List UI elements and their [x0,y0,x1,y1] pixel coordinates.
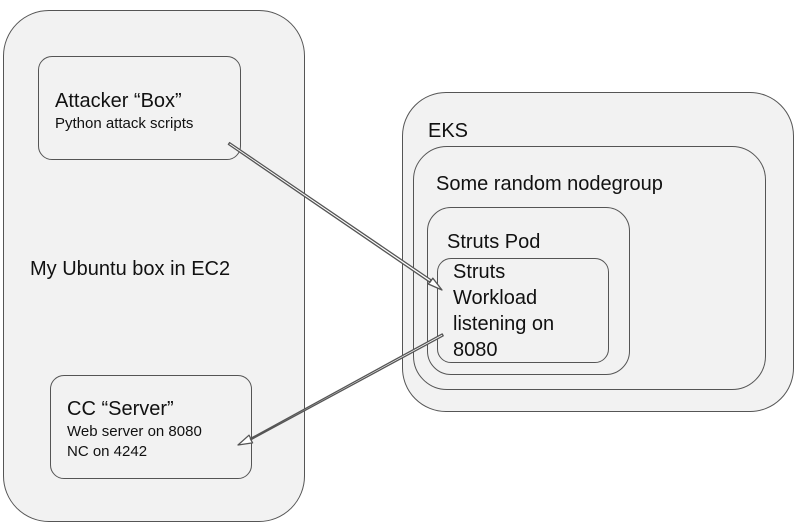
attacker-box [38,56,241,160]
attacker-box-title: Attacker “Box” [55,90,182,112]
cc-server-line-1: Web server on 8080 [67,423,202,440]
arrow-workload-to-cc [237,333,444,446]
workload-line-1: Struts [453,261,506,283]
struts-workload-box [437,258,609,363]
eks-label: EKS [428,120,469,142]
nodegroup-label: Some random nodegroup [436,173,663,195]
attacker-box-subtitle: Python attack scripts [55,115,194,132]
struts-pod-label: Struts Pod [447,231,541,253]
cc-server-box [50,375,252,479]
arrow-attacker-to-workload [227,141,443,291]
workload-line-3: listening on [453,313,555,335]
workload-line-2: Workload [453,287,538,309]
cc-server-title: CC “Server” [67,398,174,420]
ubuntu-box-label: My Ubuntu box in EC2 [30,258,231,280]
cc-server-line-2: NC on 4242 [67,443,148,460]
workload-line-4: 8080 [453,339,498,361]
